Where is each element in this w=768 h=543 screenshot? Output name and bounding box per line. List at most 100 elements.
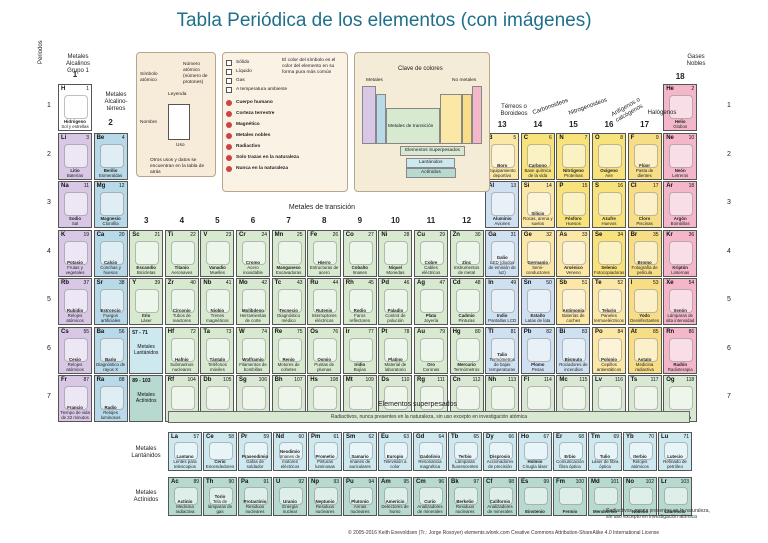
label-periodos: Periodos: [38, 40, 44, 64]
element-symbol: Y: [132, 280, 137, 286]
atomic-number: 108: [329, 377, 339, 383]
cube-icon: [168, 104, 190, 140]
atomic-number: 73: [225, 328, 232, 335]
element-picture-icon: [279, 442, 303, 460]
atomic-number: 110: [401, 377, 410, 383]
group-number-13: 13: [497, 120, 507, 129]
element-symbol: I: [630, 280, 633, 286]
element-picture-icon: [277, 289, 302, 313]
element-symbol: Mg: [96, 183, 106, 189]
element-symbol: Te: [595, 280, 602, 286]
atomic-number: 66: [508, 434, 514, 440]
element-symbol: Ca: [96, 231, 105, 238]
element-picture-icon: [170, 386, 195, 410]
atomic-number: 115: [579, 377, 588, 383]
atomic-number: 109: [365, 377, 374, 383]
element-picture-icon: [135, 240, 160, 265]
atomic-number: 113: [508, 377, 517, 383]
atomic-number: 26: [332, 231, 339, 238]
element-symbol: Cd: [452, 280, 461, 286]
legend-item-0: Cuerpo humano: [226, 100, 273, 106]
element-picture-icon: [669, 240, 694, 265]
group-number-12: 12: [462, 216, 472, 225]
atomic-number: 11: [83, 183, 89, 189]
element-picture-icon: [242, 289, 266, 313]
element-symbol: Cs: [61, 328, 69, 335]
element-symbol: O: [595, 134, 600, 141]
state-square-icon: [226, 78, 232, 84]
color-key-mini-table: [362, 86, 482, 144]
element-symbol: Rh: [345, 280, 354, 286]
element-picture-icon: [244, 442, 268, 460]
atomic-number: 71: [683, 434, 689, 440]
atomic-number: 33: [581, 231, 588, 238]
atomic-number: 77: [368, 328, 374, 335]
color-key-lantanidos: Lantánidos: [406, 158, 456, 168]
element-symbol: K: [61, 231, 66, 238]
period-number-right-6: 6: [727, 344, 731, 352]
atomic-number: 94: [368, 479, 374, 485]
atomic-number: 48: [475, 280, 481, 286]
period-number-right-3: 3: [727, 199, 731, 206]
group-number-7: 7: [286, 216, 291, 225]
element-picture-icon: [524, 442, 548, 460]
legend-symbol-icon: [226, 133, 232, 139]
element-picture-icon: [669, 337, 694, 362]
atomic-number: 44: [332, 280, 339, 286]
element-symbol: Tb: [451, 434, 459, 440]
atomic-number: 63: [403, 434, 409, 440]
period-number-left-2: 2: [47, 150, 51, 158]
legend-symbol-icon: [226, 100, 232, 106]
group-number-9: 9: [357, 216, 363, 225]
element-symbol: Al: [488, 183, 495, 189]
element-picture-icon: [454, 442, 478, 460]
element-symbol: C: [523, 134, 529, 141]
atomic-number: 90: [228, 479, 234, 485]
atomic-number: 35: [653, 231, 659, 238]
element-picture-icon: [206, 337, 231, 362]
element-picture-icon: [64, 143, 88, 168]
element-symbol: Pu: [346, 479, 354, 485]
group-number-5: 5: [215, 216, 220, 225]
element-picture-icon: [349, 442, 373, 460]
element-symbol: Ar: [666, 183, 673, 189]
